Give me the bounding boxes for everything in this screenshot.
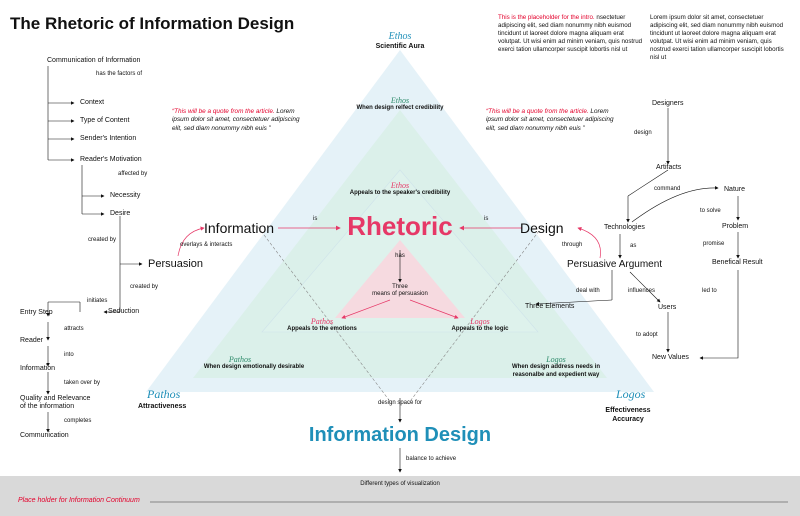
footer-bar [0,476,800,516]
nature-node: Nature [724,186,746,193]
balance-label: balance to achieve [406,456,457,462]
logos-outer-label: Logos [616,387,646,401]
factor-content: Type of Content [80,117,130,124]
entry-step-node: Entry Step [20,309,53,316]
design-label-right: design [634,130,652,136]
command-label: command [654,186,681,192]
rhetoric-label: Rhetoric [347,211,453,241]
is-left-label: is [313,216,318,222]
motivation-necessity: Necessity [110,192,141,199]
quote-right-body: Lorem ipsum dolor sit amet, consectetuer… [486,108,614,132]
communication-node: Communication [20,432,69,439]
to-solve-label: to solve [700,208,721,214]
factor-motivation: Reader's Motivation [80,156,142,163]
into-label: into [64,352,74,358]
page-title: The Rhetoric of Information Design [10,14,295,33]
pathos-level2-label: Pathos [310,317,334,326]
logos-level2-sub: Appeals to the logic [451,326,509,332]
ethos-level2-sub: Appeals to the speaker's credibility [349,190,451,196]
pathos-level1-label: Pathos [228,355,252,364]
ethos-top-sub: Scientific Aura [375,43,425,50]
logos-level2-label: Logos [470,317,490,326]
logos-level1-sub1: When design address needs in [511,364,601,370]
influences-label: influences [628,288,656,294]
continuum-placeholder: Place holder for Information Continuum [18,497,140,504]
pathos-outer-sub: Attractiveness [138,403,187,410]
means-label: means of persuasion [372,291,428,297]
quote-left-lead: “This will be a quote from the article. [172,108,275,115]
through-label: through [562,242,583,248]
ethos-level1-label: Ethos [390,96,410,105]
logos-outer-sub2: Accuracy [612,416,644,423]
is-right-label: is [484,216,489,222]
logos-level1-sub2: reasonalbe and expedient way [512,372,600,378]
has-label: has [395,253,405,259]
designers-node: Designers [652,100,684,107]
promise-label: promise [703,241,725,247]
design-space-label: design space for [377,400,423,406]
factor-context: Context [80,99,105,106]
design-label: Design [520,220,564,236]
footer-label: Different types of visualization [360,481,440,487]
factor-intention: Sender's Intention [80,135,137,142]
intro-text: nsectetuer adipiscing elit, sed diam non… [498,14,643,54]
new-values-node: New Values [652,354,689,361]
quality-node-2: of the information [20,403,75,410]
seduction-node: Seduction [108,308,140,315]
beneficial-result-node: Benefical Result [712,259,763,266]
logos-outer-sub1: Effectiveness [605,407,651,414]
three-elements-node: Three Elements [525,303,575,310]
overlays-label: overlays & interacts [180,242,233,248]
three-label: Three [392,284,408,290]
quote-right-lead: “This will be a quote from the article. [486,108,589,115]
ethos-level1-sub: When design relfect credibility [356,105,444,111]
initiates-label: initiates [87,298,108,304]
taken-over-label: taken over by [64,380,101,386]
persuasive-argument-node: Persuasive Argument [567,259,663,270]
quote-right: “This will be a quote from the article. … [486,108,624,133]
affected-by-label: affected by [118,171,148,177]
quote-left: “This will be a quote from the article. … [172,108,310,133]
as-label: as [630,243,637,249]
intro-placeholder: This is the placeholder for the intro. [498,14,595,21]
has-factors-label: has the factors of [96,71,143,77]
motivation-desire: Desire [110,210,131,217]
communication-root: Communication of Information [47,57,141,64]
pathos-level1-sub: When design emotionally desirable [203,364,305,370]
intro-paragraph-2: Lorem ipsum dolor sit amet, consectetuer… [650,14,784,62]
problem-node: Problem [722,223,749,230]
quote-left-body: Lorem ipsum dolor sit amet, consectetuer… [172,108,300,132]
pathos-outer-label: Pathos [147,387,181,401]
ethos-top-label: Ethos [388,31,412,42]
attracts-label: attracts [64,326,84,332]
led-to-label: led to [702,288,717,294]
logos-level1-label: Logos [546,355,566,364]
ethos-level2-label: Ethos [390,181,410,190]
technologies-node: Technologies [604,224,645,231]
quality-node-1: Quality and Relevance [20,395,91,402]
users-node: Users [658,304,677,311]
intro-paragraph: This is the placeholder for the intro. n… [498,14,643,54]
persuasion-node: Persuasion [148,258,204,270]
pathos-level2-sub: Appeals to the emotions [287,326,357,332]
reader-node: Reader [20,337,43,344]
created-by-2-label: created by [130,284,159,290]
deal-with-label: deal with [576,288,600,294]
information-node: Information [20,365,56,372]
to-adopt-label: to adopt [636,332,658,338]
completes-label: completes [64,418,92,424]
created-by-label: created by [88,237,117,243]
information-design-title: Information Design [308,424,492,446]
artifacts-node: Artifacts [656,164,682,171]
information-label: Information [204,220,275,236]
